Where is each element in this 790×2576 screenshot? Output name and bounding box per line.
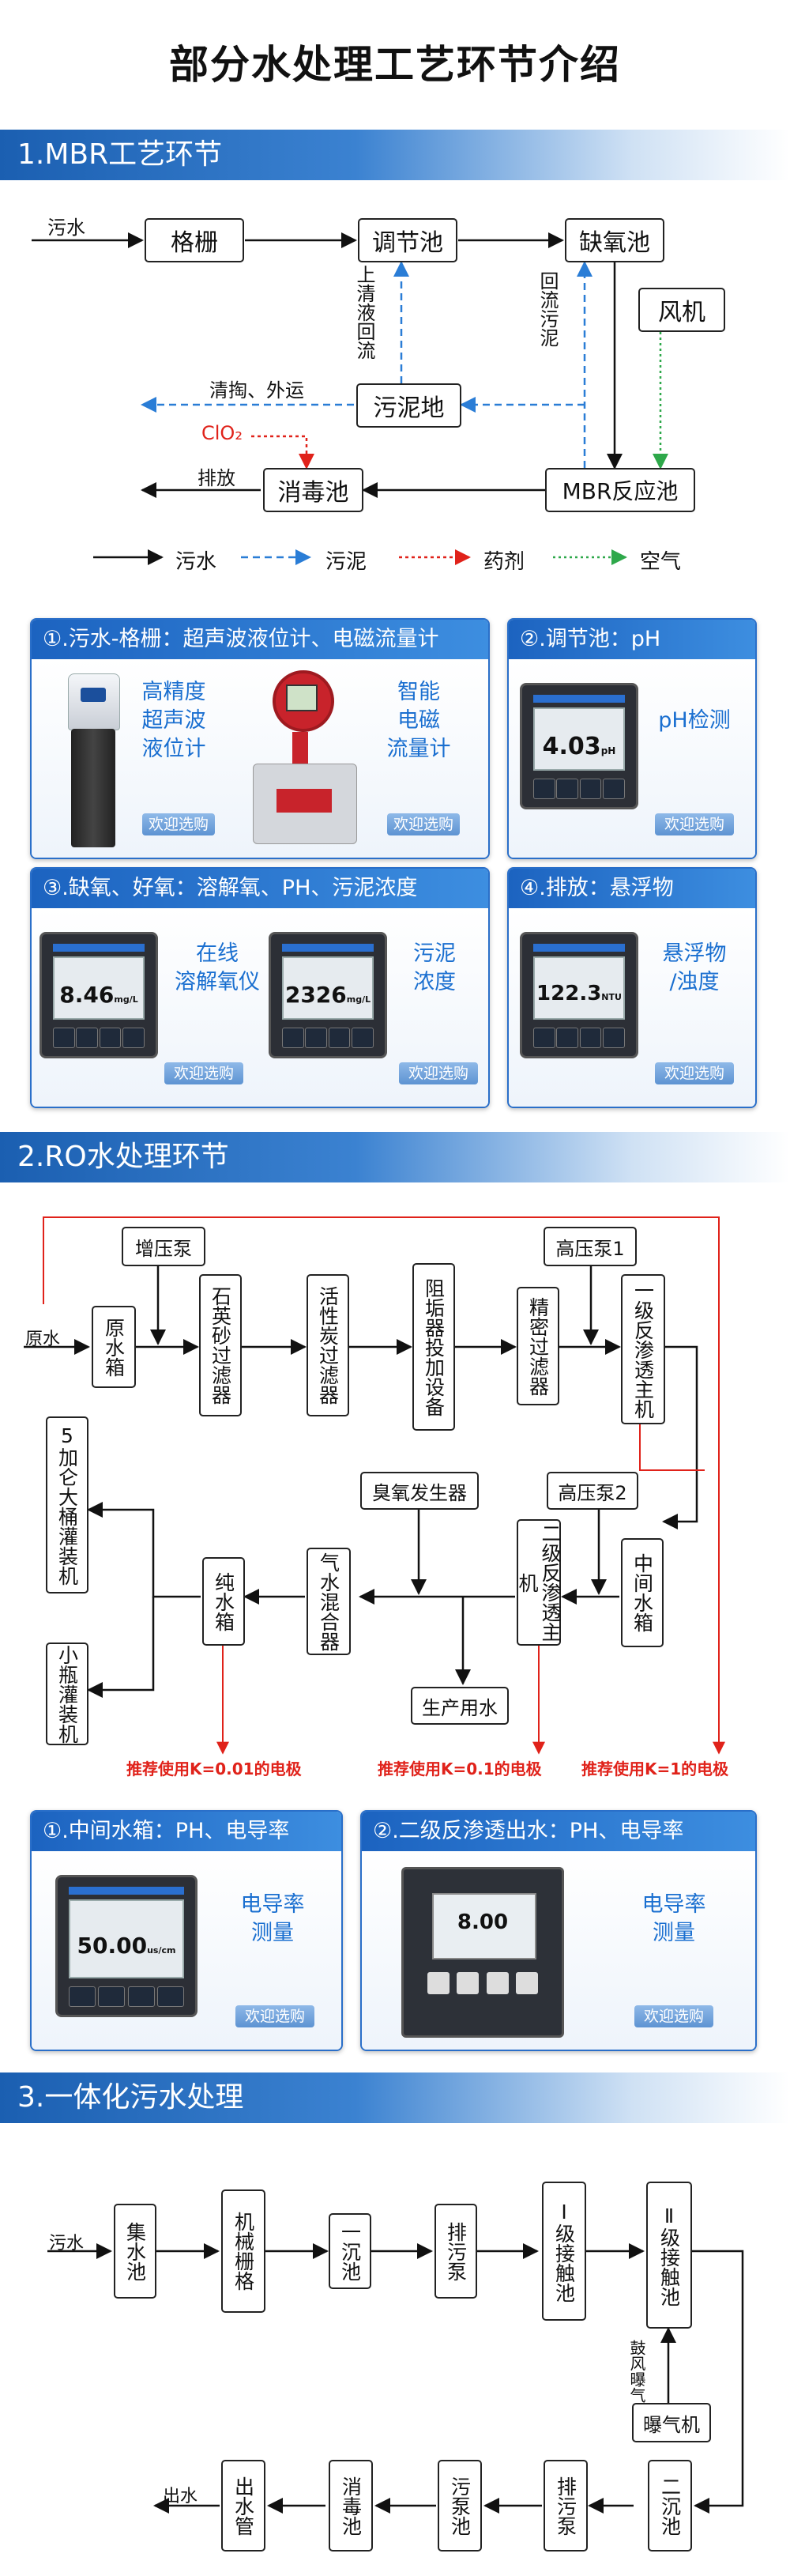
ro-k1-note: 推荐使用K=1的电极 xyxy=(581,1759,729,1778)
ro-raw-label: 原水 xyxy=(25,1329,61,1349)
int-pump1-box: 排污泵 xyxy=(434,2204,477,2299)
ro-ro1-box: 一级反渗透主机 xyxy=(621,1274,665,1424)
card-text-1: pH检测 xyxy=(658,708,731,733)
int-sludge-pump-box: 污泵池 xyxy=(438,2460,482,2551)
card-text-1: 悬浮物 /浊度 xyxy=(662,941,727,994)
int-disinfect-box: 消毒池 xyxy=(329,2460,373,2551)
int-first-settle-box: 一沉池 xyxy=(329,2213,371,2289)
ro-scale-box: 阻垢器投加设备 xyxy=(412,1263,455,1431)
mbr-blower-box: 风机 xyxy=(638,288,725,332)
buy-button[interactable]: 欢迎选购 xyxy=(235,2005,314,2027)
ro-raw-tank-box: 原水箱 xyxy=(92,1306,136,1388)
buy-button[interactable]: 欢迎选购 xyxy=(387,813,460,835)
int-mech-box: 机械栅格 xyxy=(221,2189,265,2313)
buy-button[interactable]: 欢迎选购 xyxy=(399,1062,478,1084)
buy-button[interactable]: 欢迎选购 xyxy=(655,813,734,835)
ro-booster-box: 增压泵 xyxy=(122,1227,205,1266)
ro-pure-tank-box: 纯水箱 xyxy=(202,1557,245,1646)
card-header: ①.污水-格栅：超声波液位计、电磁流量计 xyxy=(32,620,488,659)
ro-precision-box: 精密过滤器 xyxy=(517,1287,559,1405)
int-second-settle-box: 二沉池 xyxy=(648,2460,692,2551)
turbidity-meter-image: 122.3NTU xyxy=(520,932,638,1058)
mbr-sludge-pool-box: 污泥地 xyxy=(356,383,461,428)
card-header: ②.二级反渗透出水：PH、电导率 xyxy=(362,1812,755,1851)
card-header: ④.排放：悬浮物 xyxy=(509,869,755,908)
buy-button[interactable]: 欢迎选购 xyxy=(655,1062,734,1084)
legend-air: 空气 xyxy=(640,550,682,574)
int-contact1-box: Ⅰ级接触池 xyxy=(542,2182,586,2321)
ro-ro2-box: 二级反渗透主机 xyxy=(516,1519,562,1646)
mbr-dredge-label: 清掏、外运 xyxy=(209,379,304,402)
buy-button[interactable]: 欢迎选购 xyxy=(142,813,215,835)
card-text-2: 污泥 浓度 xyxy=(413,941,456,994)
mbr-adjust-box: 调节池 xyxy=(358,218,457,262)
ro-k001-note: 推荐使用K=0.01的电极 xyxy=(126,1759,302,1778)
card-header: ③.缺氧、好氧：溶解氧、PH、污泥浓度 xyxy=(32,869,488,908)
ro-hp1-box: 高压泵1 xyxy=(544,1227,637,1266)
section-banner-integrated: 3.一体化污水处理 xyxy=(0,2072,790,2123)
mbr-disinfect-box: 消毒池 xyxy=(263,468,363,512)
ro-production-water-box: 生产用水 xyxy=(411,1687,509,1725)
legend-sludge: 污泥 xyxy=(325,550,367,574)
ph-meter-image: 4.03pH xyxy=(520,683,638,809)
card-do-sludge: ③.缺氧、好氧：溶解氧、PH、污泥浓度 8.46mg/L 在线 溶解氧仪 232… xyxy=(30,867,490,1108)
mbr-clean-return-label: 上清液回流 xyxy=(353,265,375,360)
int-aerate-label: 鼓风曝气 xyxy=(627,2340,646,2403)
ro-ozone-box: 臭氧发生器 xyxy=(360,1472,479,1510)
card-grid-instruments: ①.污水-格栅：超声波液位计、电磁流量计 高精度 超声波 液位计 欢迎选购 智能… xyxy=(30,618,490,859)
electromagnetic-flowmeter-image xyxy=(253,670,357,852)
card-text-1: 电导率 测量 xyxy=(641,1892,706,1945)
int-collect-box: 集水池 xyxy=(114,2204,156,2299)
card-mid-tank: ①.中间水箱：PH、电导率 50.00us/cm 电导率 测量 欢迎选购 xyxy=(30,1810,343,2051)
card-header: ②.调节池：pH xyxy=(509,620,755,659)
ro-hp2-box: 高压泵2 xyxy=(547,1472,638,1510)
card-ph: ②.调节池：pH 4.03pH pH检测 欢迎选购 xyxy=(507,618,757,859)
ro-small-filler-box: 小瓶灌装机 xyxy=(46,1643,88,1745)
page-title: 部分水处理工艺环节介绍 xyxy=(169,42,621,88)
mbr-anoxic-box: 缺氧池 xyxy=(565,218,664,262)
card-header: ①.中间水箱：PH、电导率 xyxy=(32,1812,341,1851)
mbr-sludge-return-label: 回流污泥 xyxy=(536,271,559,347)
ro-quartz-box: 石英砂过滤器 xyxy=(199,1274,242,1416)
ultrasonic-level-meter-image xyxy=(63,673,123,847)
int-out-label: 出水 xyxy=(163,2487,198,2506)
card-ro2-output: ②.二级反渗透出水：PH、电导率 8.00 电导率 测量 欢迎选购 xyxy=(360,1810,757,2051)
card-text-2: 智能 电磁 流量计 xyxy=(386,680,451,761)
do-meter-image: 8.46mg/L xyxy=(40,932,158,1058)
sludge-meter-image: 2326mg/L xyxy=(269,932,387,1058)
ro-mixer-box: 气水混合器 xyxy=(307,1548,351,1655)
mbr-wastewater-label: 污水 xyxy=(47,217,85,239)
buy-button[interactable]: 欢迎选购 xyxy=(634,2005,713,2027)
card-text-1: 电导率 测量 xyxy=(240,1892,305,1945)
section-banner-mbr: 1.MBR工艺环节 xyxy=(0,130,790,180)
card-text-1: 在线 溶解氧仪 xyxy=(175,941,260,994)
mbr-discharge-label: 排放 xyxy=(198,467,235,489)
legend-agent: 药剂 xyxy=(483,550,525,574)
conductivity-meter-image: 50.00us/cm xyxy=(55,1875,198,2017)
int-in-label: 污水 xyxy=(49,2234,85,2254)
mbr-reactor-box: MBR反应池 xyxy=(545,468,695,512)
legend-sewage: 污水 xyxy=(175,550,217,574)
ro-mid-tank-box: 中间水箱 xyxy=(621,1538,664,1647)
int-aerator-box: 曝气机 xyxy=(632,2403,711,2442)
card-suspended-solids: ④.排放：悬浮物 122.3NTU 悬浮物 /浊度 欢迎选购 xyxy=(507,867,757,1108)
ro-k01-note: 推荐使用K=0.1的电极 xyxy=(378,1759,542,1778)
int-contact2-box: Ⅱ级接触池 xyxy=(646,2182,692,2329)
int-pump2-box: 排污泵 xyxy=(544,2460,588,2551)
mbr-clo2-label: ClO₂ xyxy=(201,422,243,444)
ro-carbon-box: 活性炭过滤器 xyxy=(307,1274,349,1416)
mbr-grid-box: 格栅 xyxy=(145,218,244,262)
ec-controller-image: 8.00 xyxy=(401,1867,564,2038)
section-banner-ro: 2.RO水处理环节 xyxy=(0,1132,790,1182)
ro-filler5-box: 5加仑大桶灌装机 xyxy=(46,1416,88,1593)
card-text-1: 高精度 超声波 液位计 xyxy=(141,680,206,761)
buy-button[interactable]: 欢迎选购 xyxy=(164,1062,243,1084)
int-outlet-box: 出水管 xyxy=(221,2460,265,2551)
